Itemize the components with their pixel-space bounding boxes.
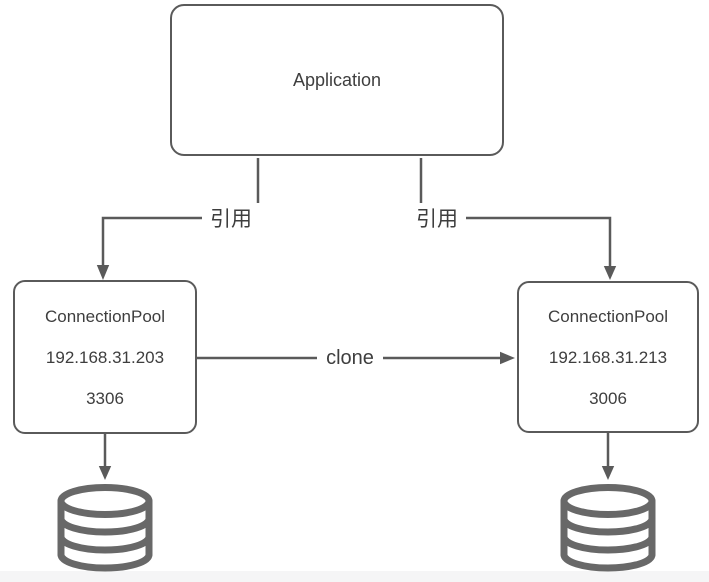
ref-edge-label-right: 引用 bbox=[408, 203, 466, 233]
pool-right-port: 3006 bbox=[589, 388, 627, 408]
database-icon bbox=[57, 484, 153, 572]
bottom-strip bbox=[0, 571, 709, 582]
pool-left-port: 3306 bbox=[86, 388, 124, 408]
application-node: Application bbox=[170, 4, 504, 156]
arrowhead-ref-left-icon bbox=[96, 265, 110, 280]
database-icon bbox=[560, 484, 656, 572]
connection-pool-right-node: ConnectionPool 192.168.31.213 3006 bbox=[517, 281, 699, 433]
pool-right-title: ConnectionPool bbox=[547, 306, 669, 326]
clone-edge-label: clone bbox=[317, 344, 383, 372]
arrowhead-db-right-icon bbox=[601, 466, 615, 480]
arrowhead-ref-right-icon bbox=[603, 266, 617, 280]
application-label: Application bbox=[292, 69, 382, 90]
pool-left-ip: 192.168.31.203 bbox=[45, 347, 165, 367]
ref-edge-label-left: 引用 bbox=[202, 203, 260, 233]
pool-right-ip: 192.168.31.213 bbox=[548, 347, 668, 367]
arrowhead-clone-icon bbox=[500, 351, 515, 365]
pool-left-title: ConnectionPool bbox=[44, 306, 166, 326]
arrowhead-db-left-icon bbox=[98, 466, 112, 480]
connection-pool-left-node: ConnectionPool 192.168.31.203 3306 bbox=[13, 280, 197, 434]
